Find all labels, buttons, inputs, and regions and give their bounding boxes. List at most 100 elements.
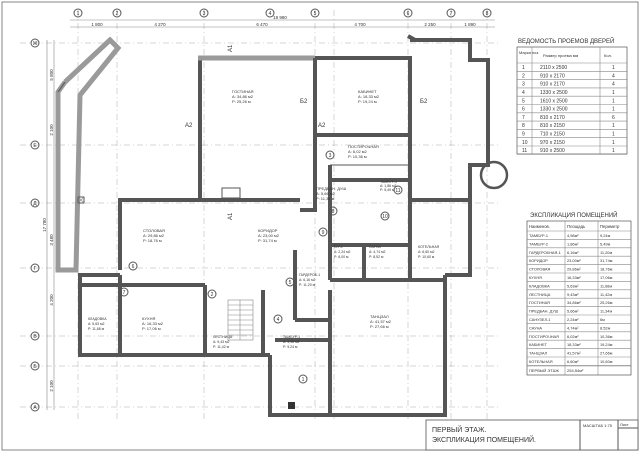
room-perimeter-cell: 8,52м (600, 325, 611, 330)
dim-total: 17 780 (42, 218, 47, 232)
svg-text:ГОСТИНАЯ: ГОСТИНАЯ (232, 89, 254, 94)
door-qty-cell: 6 (612, 115, 615, 121)
room-area-cell: 23,00м² (567, 258, 581, 263)
room-perimeter-cell: 19,24м (600, 342, 613, 347)
title-line-2: ЭКСПЛИКАЦИЯ ПОМЕЩЕНИЙ. (432, 435, 536, 444)
room-area-cell: 6,16м² (567, 250, 579, 255)
room-perimeter-cell: 27,66м (600, 351, 613, 356)
dim-segment: 5 800 (49, 69, 54, 81)
svg-text:Р: 18,76 м: Р: 18,76 м (143, 238, 162, 243)
door-mark-cell: 6 (522, 107, 525, 113)
door-mark: 9 (322, 230, 325, 236)
door-size-cell: 810 x 2150 (540, 123, 565, 129)
svg-text:Р: 19,24 м: Р: 19,24 м (358, 99, 377, 104)
svg-text:А: 23,00 м2: А: 23,00 м2 (258, 233, 280, 238)
room-perimeter-cell: 5,49м (600, 241, 611, 246)
room-name-cell: ТАМБУР-2 (529, 241, 548, 246)
svg-text:ТАМБУР-1: ТАМБУР-1 (283, 335, 300, 339)
room-label: СТОЛОВАЯ А: 29,86 м2 Р: 18,76 м (143, 228, 165, 243)
door-size-cell: 810 x 2170 (540, 115, 565, 121)
door-size-cell: 910 x 2170 (540, 82, 565, 88)
explication-header-perimeter: Периметр (600, 224, 620, 229)
room-label: ГОСТИНАЯ А: 34,86 м2 Р: 25,26 м (232, 89, 254, 104)
room-name-cell: ТАНЦЗАЛ (529, 351, 548, 356)
room-perimeter-cell: 10,60м (600, 359, 613, 364)
svg-text:А: 16,33 м2: А: 16,33 м2 (142, 321, 164, 326)
title-block: ПЕРВЫЙ ЭТАЖ. ЭКСПЛИКАЦИЯ ПОМЕЩЕНИЙ. МАСШ… (425, 419, 639, 451)
door-size-cell: 970 x 2150 (540, 140, 565, 146)
door-qty-cell: 4 (612, 73, 615, 79)
door-qty-cell: 1 (612, 140, 615, 146)
door-mark-cell: 3 (522, 82, 525, 88)
svg-text:Р: 10,60 м: Р: 10,60 м (418, 255, 435, 259)
room-label: ТАМБУР-1 А: 4,98 м2 Р: 9,24 м (283, 335, 300, 349)
room-perimeter-cell: 9,24м (600, 233, 611, 238)
svg-text:А: 5,63 м2: А: 5,63 м2 (88, 322, 104, 326)
room-name-cell: КАБИНЕТ (529, 342, 548, 347)
room-label: КЛАДОВКА А: 5,63 м2 Р: 11,68 м (88, 317, 107, 331)
explication-total-label: ПЕРВЫЙ ЭТАЖ (529, 368, 559, 373)
room-label: ПОСТИРОЧНАЯ А: 6,02 м2 Р: 10,36 м (348, 144, 379, 159)
room-name-cell: ПРЕДБАН. ДУШ (529, 309, 559, 314)
axis-label: 8 (486, 11, 489, 17)
room-area-cell: 6,02м² (567, 334, 579, 339)
axis-grid (20, 10, 500, 420)
door-mark: 1 (302, 377, 305, 383)
explication-header-name: Наименов. (529, 224, 550, 229)
section-mark-a1: А1 (228, 44, 234, 52)
exterior-walls (55, 34, 509, 417)
dim-segment: 1 800 (91, 22, 103, 27)
scale-label: МАСШТАБ 1:75 (583, 423, 613, 428)
door-mark: 7 (123, 290, 126, 296)
svg-text:А: 1,86 м2: А: 1,86 м2 (380, 184, 396, 188)
room-name-cell: КОРИДОР (529, 258, 548, 263)
room-perimeter-cell: 17,06м (600, 275, 613, 280)
room-name-cell: САУНА (529, 325, 542, 330)
door-header-mark: Марка поз. (519, 50, 539, 55)
room-label: КОТЕЛЬНАЯ А: 6,60 м2 Р: 10,60 м (418, 245, 440, 259)
room-label: САУНА А: 4,74 м2 Р: 8,52 м (369, 245, 385, 259)
door-mark: 4 (277, 317, 280, 323)
door-mark: 11 (395, 188, 400, 194)
column-marker (77, 196, 85, 204)
axis-label: 5 (314, 11, 317, 17)
svg-text:Р: 10,36 м: Р: 10,36 м (348, 154, 367, 159)
top-dimensions: 19 980 1 800 4 270 6 470 4 700 2 250 1 8… (70, 15, 495, 28)
svg-text:САУНА: САУНА (369, 245, 381, 249)
svg-text:СТОЛОВАЯ: СТОЛОВАЯ (143, 228, 165, 233)
door-mark-cell: 8 (522, 123, 525, 129)
room-area-cell: 16,33м² (567, 275, 581, 280)
svg-text:А: 4,74 м2: А: 4,74 м2 (369, 250, 385, 254)
room-perimeter-cell: 25,26м (600, 300, 613, 305)
door-mark: 8 (332, 209, 335, 215)
door-mark-cell: 11 (522, 148, 527, 154)
svg-text:ЛЕСТНИЦА: ЛЕСТНИЦА (213, 335, 233, 339)
room-perimeter-cell: 11,34м (600, 309, 612, 314)
room-area-cell: 29,86м² (567, 267, 581, 272)
door-qty-cell: 4 (612, 82, 615, 88)
room-perimeter-cell: 31,74м (600, 258, 613, 263)
axis-label: 4 (269, 11, 272, 17)
dim-segment: 1 890 (464, 22, 476, 27)
door-size-cell: 1330 x 2500 (540, 90, 568, 96)
room-area-cell: 18,33м² (567, 342, 581, 347)
door-mark: 5 (289, 280, 292, 286)
room-area-cell: 41,57м² (567, 351, 581, 356)
svg-text:КОРИДОР: КОРИДОР (258, 228, 278, 233)
svg-text:А: 6,02 м2: А: 6,02 м2 (348, 149, 368, 154)
door-mark: 2 (211, 292, 214, 298)
door-mark-cell: 5 (522, 98, 525, 104)
room-label: С/У-1 А: 2,24 м2 Р: 6,00 м (334, 245, 350, 259)
section-mark-a1: А1 (228, 212, 234, 220)
door-size-cell: 1330 x 2500 (540, 107, 568, 113)
axis-label: Е (33, 143, 37, 149)
door-size-cell: 910 x 2500 (540, 148, 565, 154)
room-area-cell: 2,24м² (567, 317, 579, 322)
door-mark-cell: 2 (522, 73, 525, 79)
room-name-cell: ПОСТИРОЧНАЯ (529, 334, 559, 339)
room-area-cell: 6,60м² (567, 359, 579, 364)
axis-bubble (482, 8, 492, 18)
explication-total-value: 254,54м² (567, 368, 584, 373)
room-name-cell: КОТЕЛЬНАЯ (529, 359, 553, 364)
